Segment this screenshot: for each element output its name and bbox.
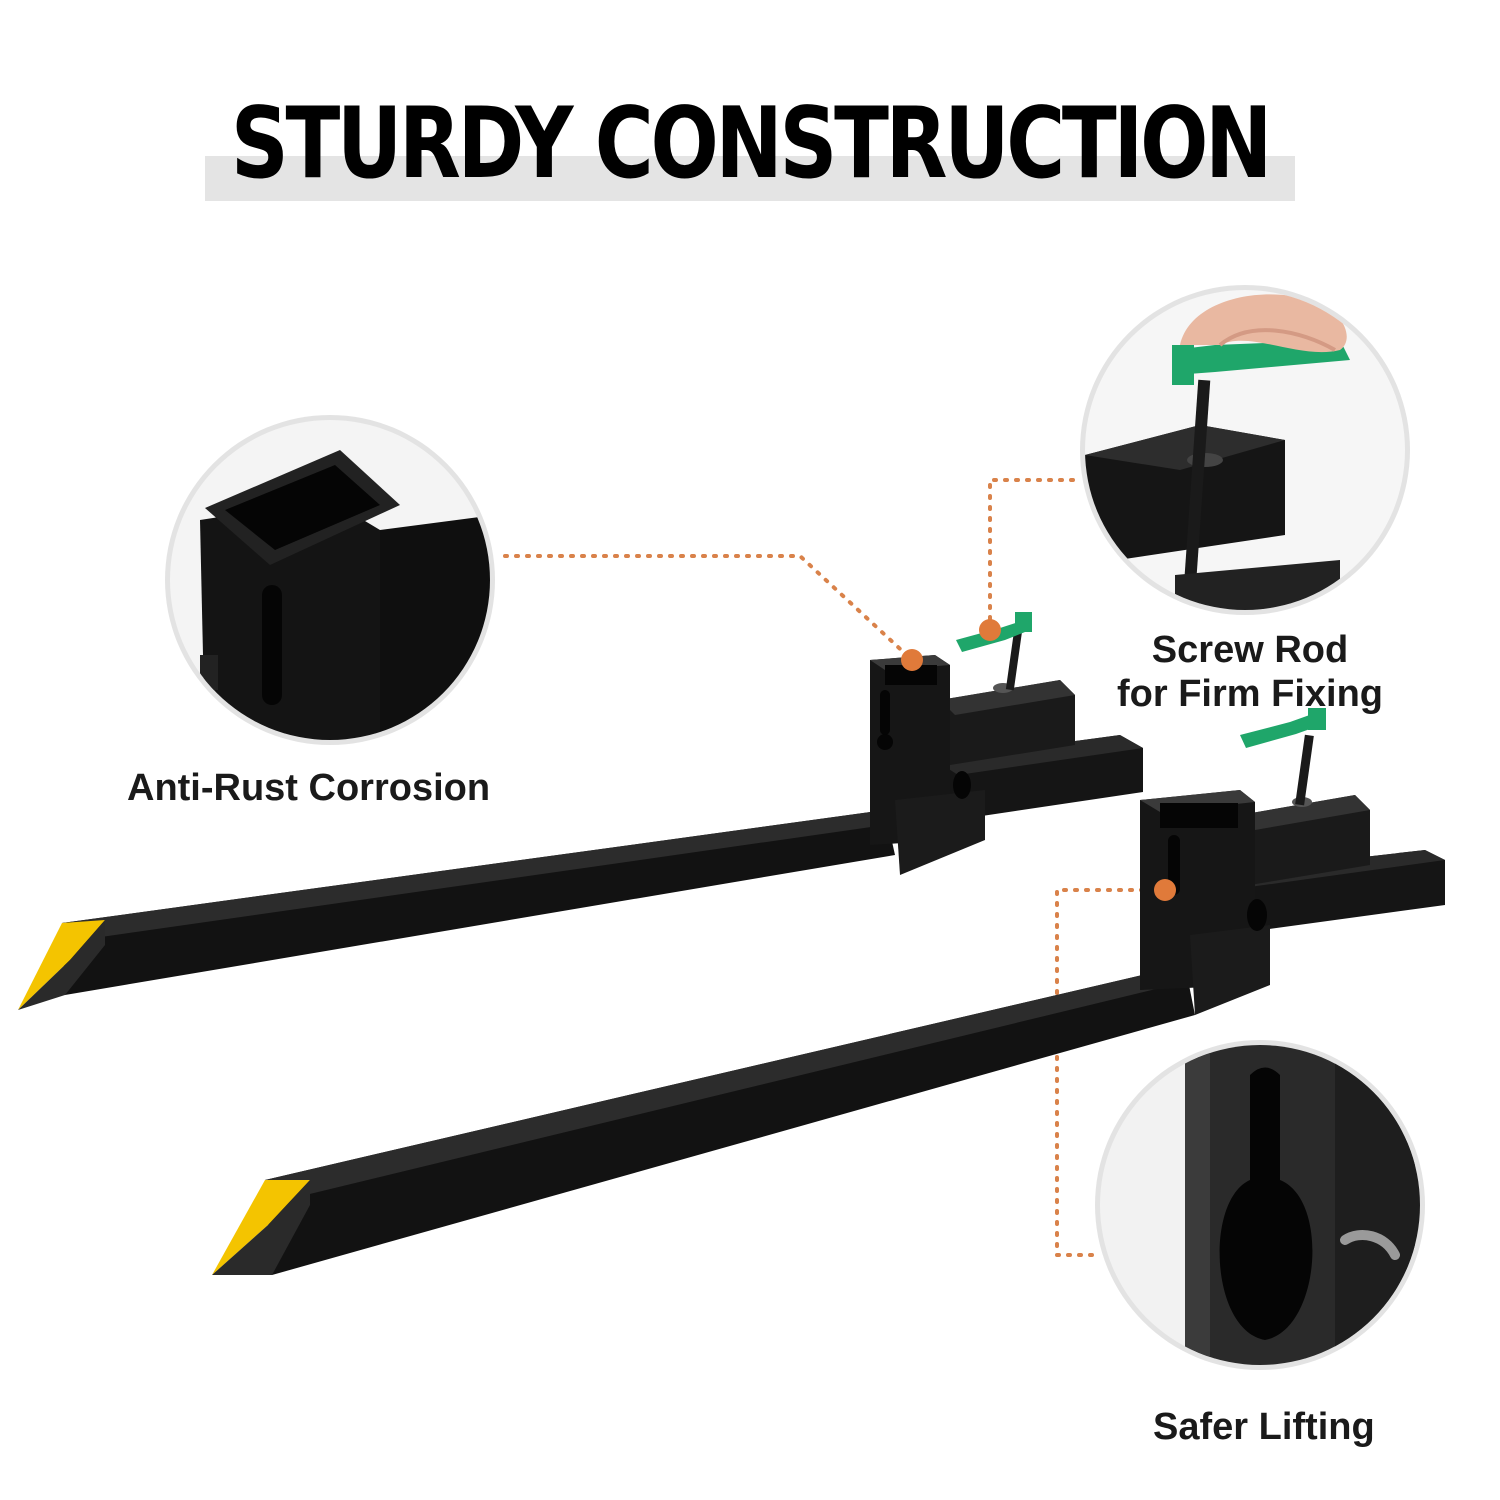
fork-back bbox=[18, 612, 1143, 1010]
leader-screw-rod bbox=[988, 478, 1080, 632]
leader-anti-rust bbox=[503, 554, 914, 662]
callout-label-safer-lifting: Safer Lifting bbox=[1153, 1406, 1375, 1448]
accent-dot-screw-rod bbox=[979, 619, 1001, 641]
callout-screw-rod-image bbox=[1080, 285, 1410, 615]
callout-label-screw-rod-line1: Screw Rod bbox=[1151, 629, 1349, 671]
yellow-tip-front bbox=[212, 1180, 310, 1275]
callout-label-screw-rod-line2: for Firm Fixing bbox=[1117, 673, 1383, 715]
leader-safer-lifting bbox=[1055, 888, 1167, 1257]
callout-anti-rust-image bbox=[165, 415, 495, 745]
fork-front bbox=[212, 708, 1445, 1275]
callout-label-screw-rod: Screw Rod for Firm Fixing bbox=[1080, 628, 1420, 716]
title-highlight-band bbox=[205, 156, 1295, 201]
leader-lines bbox=[503, 478, 1167, 1257]
accent-dot-safer-lifting bbox=[1154, 879, 1176, 901]
green-handle-front bbox=[1240, 712, 1324, 748]
callout-safer-lifting-image bbox=[1095, 1040, 1425, 1370]
accent-dot-anti-rust bbox=[901, 649, 923, 671]
yellow-tip-back bbox=[18, 920, 105, 1010]
callout-label-anti-rust: Anti-Rust Corrosion bbox=[127, 767, 491, 809]
page-title: STURDY CONSTRUCTION bbox=[230, 87, 1272, 201]
